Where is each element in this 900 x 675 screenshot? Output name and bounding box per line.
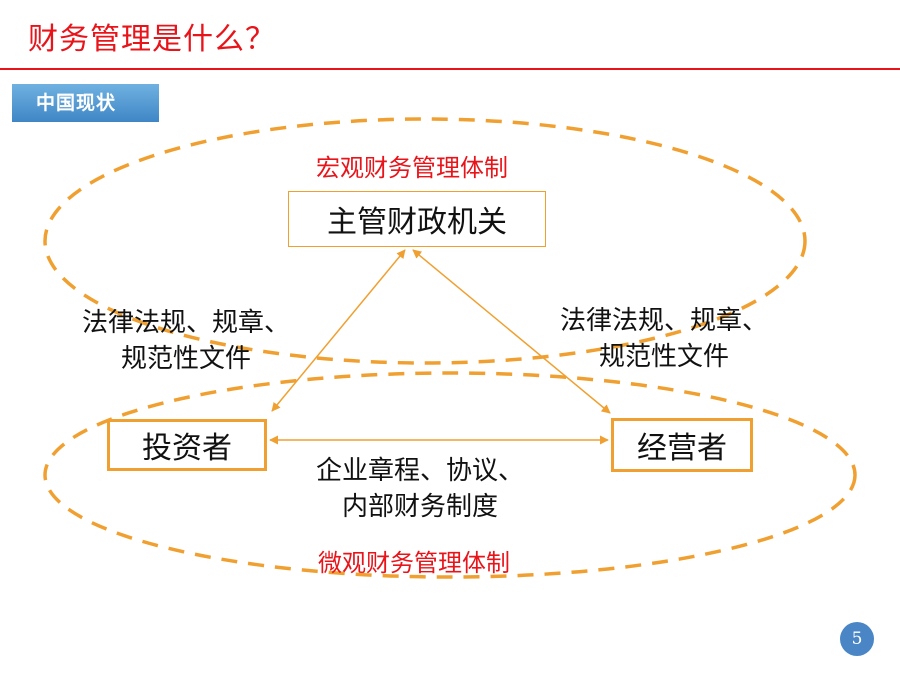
macro-system-label: 宏观财务管理体制 [316,154,508,182]
title-divider [0,68,900,70]
fiscal-authority-node: 主管财政机关 [288,191,546,247]
authority-investor-arrow [271,249,406,412]
operator-node: 经营者 [611,418,753,472]
micro-system-label: 微观财务管理体制 [318,549,510,577]
bottom-edge-label-line2: 内部财务制度 [342,492,499,522]
left-edge-label: 法律法规、规章、 规范性文件 [82,305,290,377]
left-edge-label-line2: 规范性文件 [121,344,252,374]
right-edge-label-line2: 规范性文件 [599,342,730,372]
bottom-edge-label-line1: 企业章程、协议、 [316,456,525,486]
authority-operator-arrow [412,249,611,414]
page-number-badge: 5 [840,622,874,656]
bottom-edge-label: 企业章程、协议、 内部财务制度 [316,453,524,525]
right-edge-label-line1: 法律法规、规章、 [560,306,769,336]
right-edge-label: 法律法规、规章、 规范性文件 [560,303,768,375]
slide-title: 财务管理是什么？ [28,22,276,57]
investor-node: 投资者 [107,419,267,471]
section-tag: 中国现状 [12,84,159,122]
left-edge-label-line1: 法律法规、规章、 [82,308,291,338]
